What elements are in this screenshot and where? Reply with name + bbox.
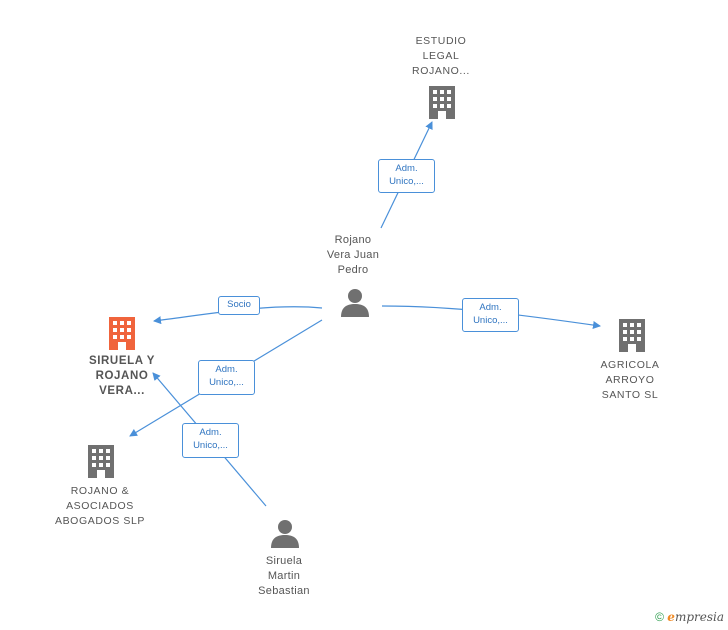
node-label-agricola[interactable]: AGRICOLA ARROYO SANTO SL [600,359,660,401]
person-icon[interactable] [340,287,370,317]
footer-brand: © empresia [655,610,724,624]
edge-label-adm-unico[interactable]: Adm. Unico,... [182,423,239,458]
person-icon[interactable] [270,518,300,548]
node-label-siruela-martin[interactable]: Siruela Martin Sebastian [258,555,310,597]
node-label-rojano-vera[interactable]: Rojano Vera Juan Pedro [326,234,380,276]
brand-logo: empresia [667,610,724,624]
node-label-rojano-asociados[interactable]: ROJANO & ASOCIADOS ABOGADOS SLP [54,485,146,527]
edge-label-adm-unico[interactable]: Adm. Unico,... [462,298,519,332]
copyright-icon: © [655,610,664,624]
node-label-siruela-rojano[interactable]: SIRUELA Y ROJANO VERA... [88,355,156,397]
building-icon[interactable] [86,443,116,479]
building-icon[interactable] [617,317,647,353]
building-icon[interactable] [427,84,457,120]
building-icon-focus[interactable] [107,315,137,351]
edge-label-adm-unico[interactable]: Adm. Unico,... [378,159,435,193]
edge-label-socio[interactable]: Socio [218,296,260,315]
node-label-estudio-legal[interactable]: ESTUDIO LEGAL ROJANO... [412,35,470,77]
edge-label-adm-unico[interactable]: Adm. Unico,... [198,360,255,395]
